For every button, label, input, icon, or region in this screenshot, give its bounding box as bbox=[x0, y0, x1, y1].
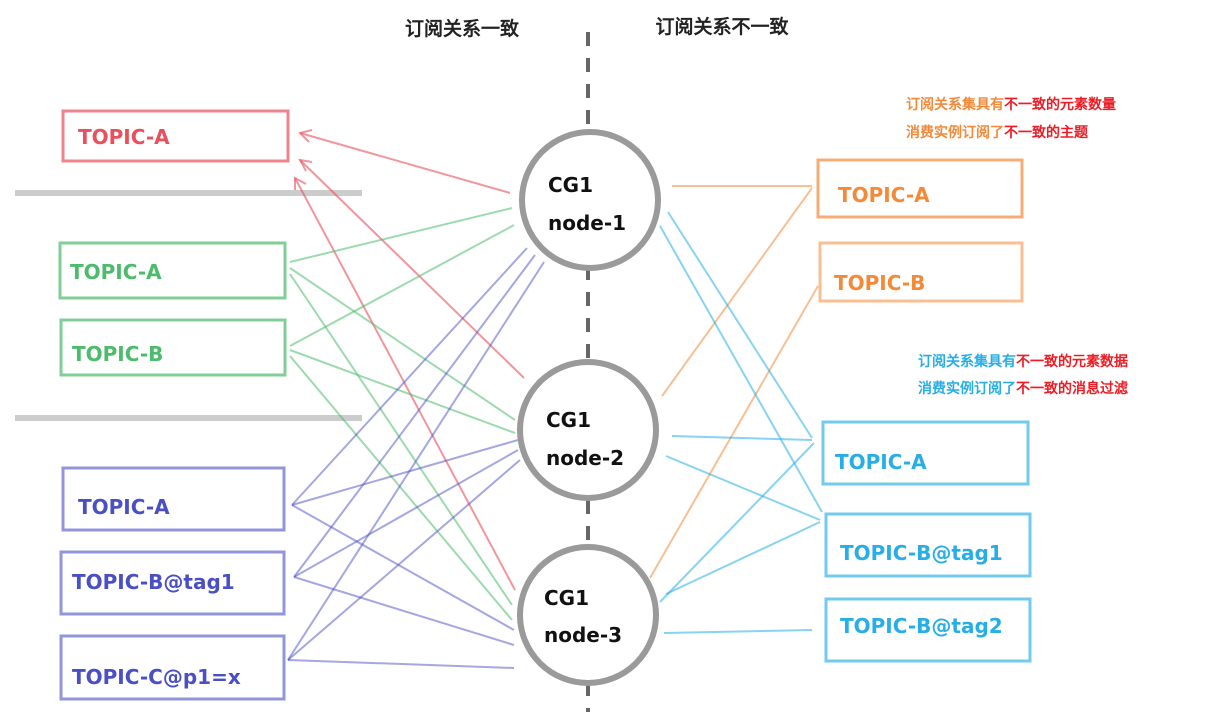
right-cyan-topic-b-tag1-label: TOPIC-B@tag1 bbox=[840, 541, 1003, 565]
right-cyan-topic-a-label: TOPIC-A bbox=[835, 450, 927, 474]
link-cyan-node3-tag2 bbox=[663, 629, 813, 634]
right-cyan-topic-b-tag1[interactable]: TOPIC-B@tag1 bbox=[824, 512, 1032, 578]
link-cyan-node1-a bbox=[667, 211, 813, 439]
left-blue-topic-a[interactable]: TOPIC-A bbox=[61, 466, 286, 532]
left-blue-topic-b-tag1[interactable]: TOPIC-B@tag1 bbox=[59, 550, 286, 616]
left-blue-topic-c-p1-label: TOPIC-C@p1=x bbox=[72, 665, 241, 689]
link-cyan-node3-tag1 bbox=[665, 521, 821, 595]
cyan-note-line1-a: 订阅关系集具有 bbox=[918, 353, 1016, 370]
orange-note-line2-a: 消费实例订阅了 bbox=[906, 124, 1004, 141]
link-red-node1 bbox=[299, 132, 511, 194]
node-3-line1: CG1 bbox=[544, 586, 589, 610]
left-blue-topic-c-p1[interactable]: TOPIC-C@p1=x bbox=[59, 634, 286, 701]
link-green-b-node1 bbox=[289, 224, 515, 347]
left-green-topic-a[interactable]: TOPIC-A bbox=[58, 241, 287, 300]
orange-note-line1-b: 不一致的元素数量 bbox=[1004, 96, 1116, 113]
link-blue-c-node3 bbox=[287, 659, 515, 669]
node-2[interactable]: CG1 node-2 bbox=[517, 359, 659, 501]
link-cyan-node1-tag1 bbox=[659, 225, 823, 513]
link-green-a-node2 bbox=[289, 267, 516, 421]
link-red-node2 bbox=[299, 159, 525, 379]
right-orange-topic-a-label: TOPIC-A bbox=[838, 183, 930, 207]
orange-note-line1-a: 订阅关系集具有 bbox=[906, 96, 1004, 113]
link-orange-node3-b bbox=[649, 285, 819, 579]
heading-inconsistent: 订阅关系不一致 bbox=[655, 15, 789, 38]
link-orange-node2-a bbox=[661, 187, 813, 397]
link-cyan-node2-a bbox=[671, 435, 813, 441]
arrowhead-red-3 bbox=[294, 176, 307, 190]
cyan-note-line1-b: 不一致的元素数据 bbox=[1016, 353, 1128, 370]
link-cyan-node2-tag1 bbox=[665, 455, 821, 521]
link-blue-c-node2 bbox=[287, 459, 521, 661]
node-3-line2: node-3 bbox=[544, 623, 622, 647]
left-blue-topic-a-label: TOPIC-A bbox=[78, 495, 170, 519]
link-blue-b-node3 bbox=[293, 576, 515, 646]
link-cyan-node3-a bbox=[659, 442, 815, 603]
right-cyan-topic-b-tag2[interactable]: TOPIC-B@tag2 bbox=[824, 597, 1032, 663]
link-green-b-node2 bbox=[289, 349, 516, 434]
orange-note-line1: 订阅关系集具有不一致的元素数量 bbox=[906, 96, 1116, 113]
node-2-line2: node-2 bbox=[546, 446, 624, 470]
node-3[interactable]: CG1 node-3 bbox=[517, 544, 659, 686]
left-green-topic-a-label: TOPIC-A bbox=[70, 260, 162, 284]
arrowhead-red-2 bbox=[298, 158, 313, 172]
node-1-line1: CG1 bbox=[548, 173, 593, 197]
left-blue-topic-b-tag1-label: TOPIC-B@tag1 bbox=[72, 570, 235, 594]
link-blue-a-node1 bbox=[291, 247, 528, 506]
right-cyan-topic-b-tag2-label: TOPIC-B@tag2 bbox=[840, 614, 1003, 638]
right-cyan-topic-a[interactable]: TOPIC-A bbox=[821, 420, 1030, 486]
link-green-a-node3 bbox=[289, 273, 513, 606]
left-green-topic-b[interactable]: TOPIC-B bbox=[59, 318, 287, 377]
node-1[interactable]: CG1 node-1 bbox=[519, 129, 661, 271]
right-orange-topic-b-label: TOPIC-B bbox=[834, 271, 925, 295]
link-green-a-node1 bbox=[289, 207, 513, 263]
cyan-note-line1: 订阅关系集具有不一致的元素数据 bbox=[918, 353, 1128, 370]
link-blue-b-node2 bbox=[293, 449, 519, 578]
arrowhead-red-1 bbox=[298, 129, 313, 143]
link-red-node3 bbox=[294, 177, 516, 591]
node-2-line1: CG1 bbox=[546, 408, 591, 432]
heading-consistent: 订阅关系一致 bbox=[405, 17, 520, 40]
cyan-note-line2: 消费实例订阅了不一致的消息过滤 bbox=[918, 380, 1128, 397]
left-green-topic-b-label: TOPIC-B bbox=[72, 342, 163, 366]
node-1-line2: node-1 bbox=[548, 211, 626, 235]
link-blue-a-node3 bbox=[291, 504, 515, 631]
link-blue-b-node1 bbox=[293, 254, 536, 578]
link-blue-c-node1 bbox=[287, 261, 545, 661]
orange-note-line2-b: 不一致的主题 bbox=[1004, 124, 1089, 141]
link-green-b-node3 bbox=[289, 355, 513, 621]
right-orange-topic-b[interactable]: TOPIC-B bbox=[818, 241, 1024, 303]
left-red-topic-a[interactable]: TOPIC-A bbox=[61, 109, 290, 163]
cyan-note-line2-a: 消费实例订阅了 bbox=[918, 380, 1016, 397]
link-blue-a-node2 bbox=[291, 439, 519, 506]
connector-lines bbox=[287, 129, 823, 669]
cyan-note-line2-b: 不一致的消息过滤 bbox=[1016, 380, 1128, 397]
right-orange-topic-a[interactable]: TOPIC-A bbox=[816, 158, 1024, 219]
orange-note-line2: 消费实例订阅了不一致的主题 bbox=[906, 124, 1089, 141]
left-red-topic-a-label: TOPIC-A bbox=[78, 125, 170, 149]
